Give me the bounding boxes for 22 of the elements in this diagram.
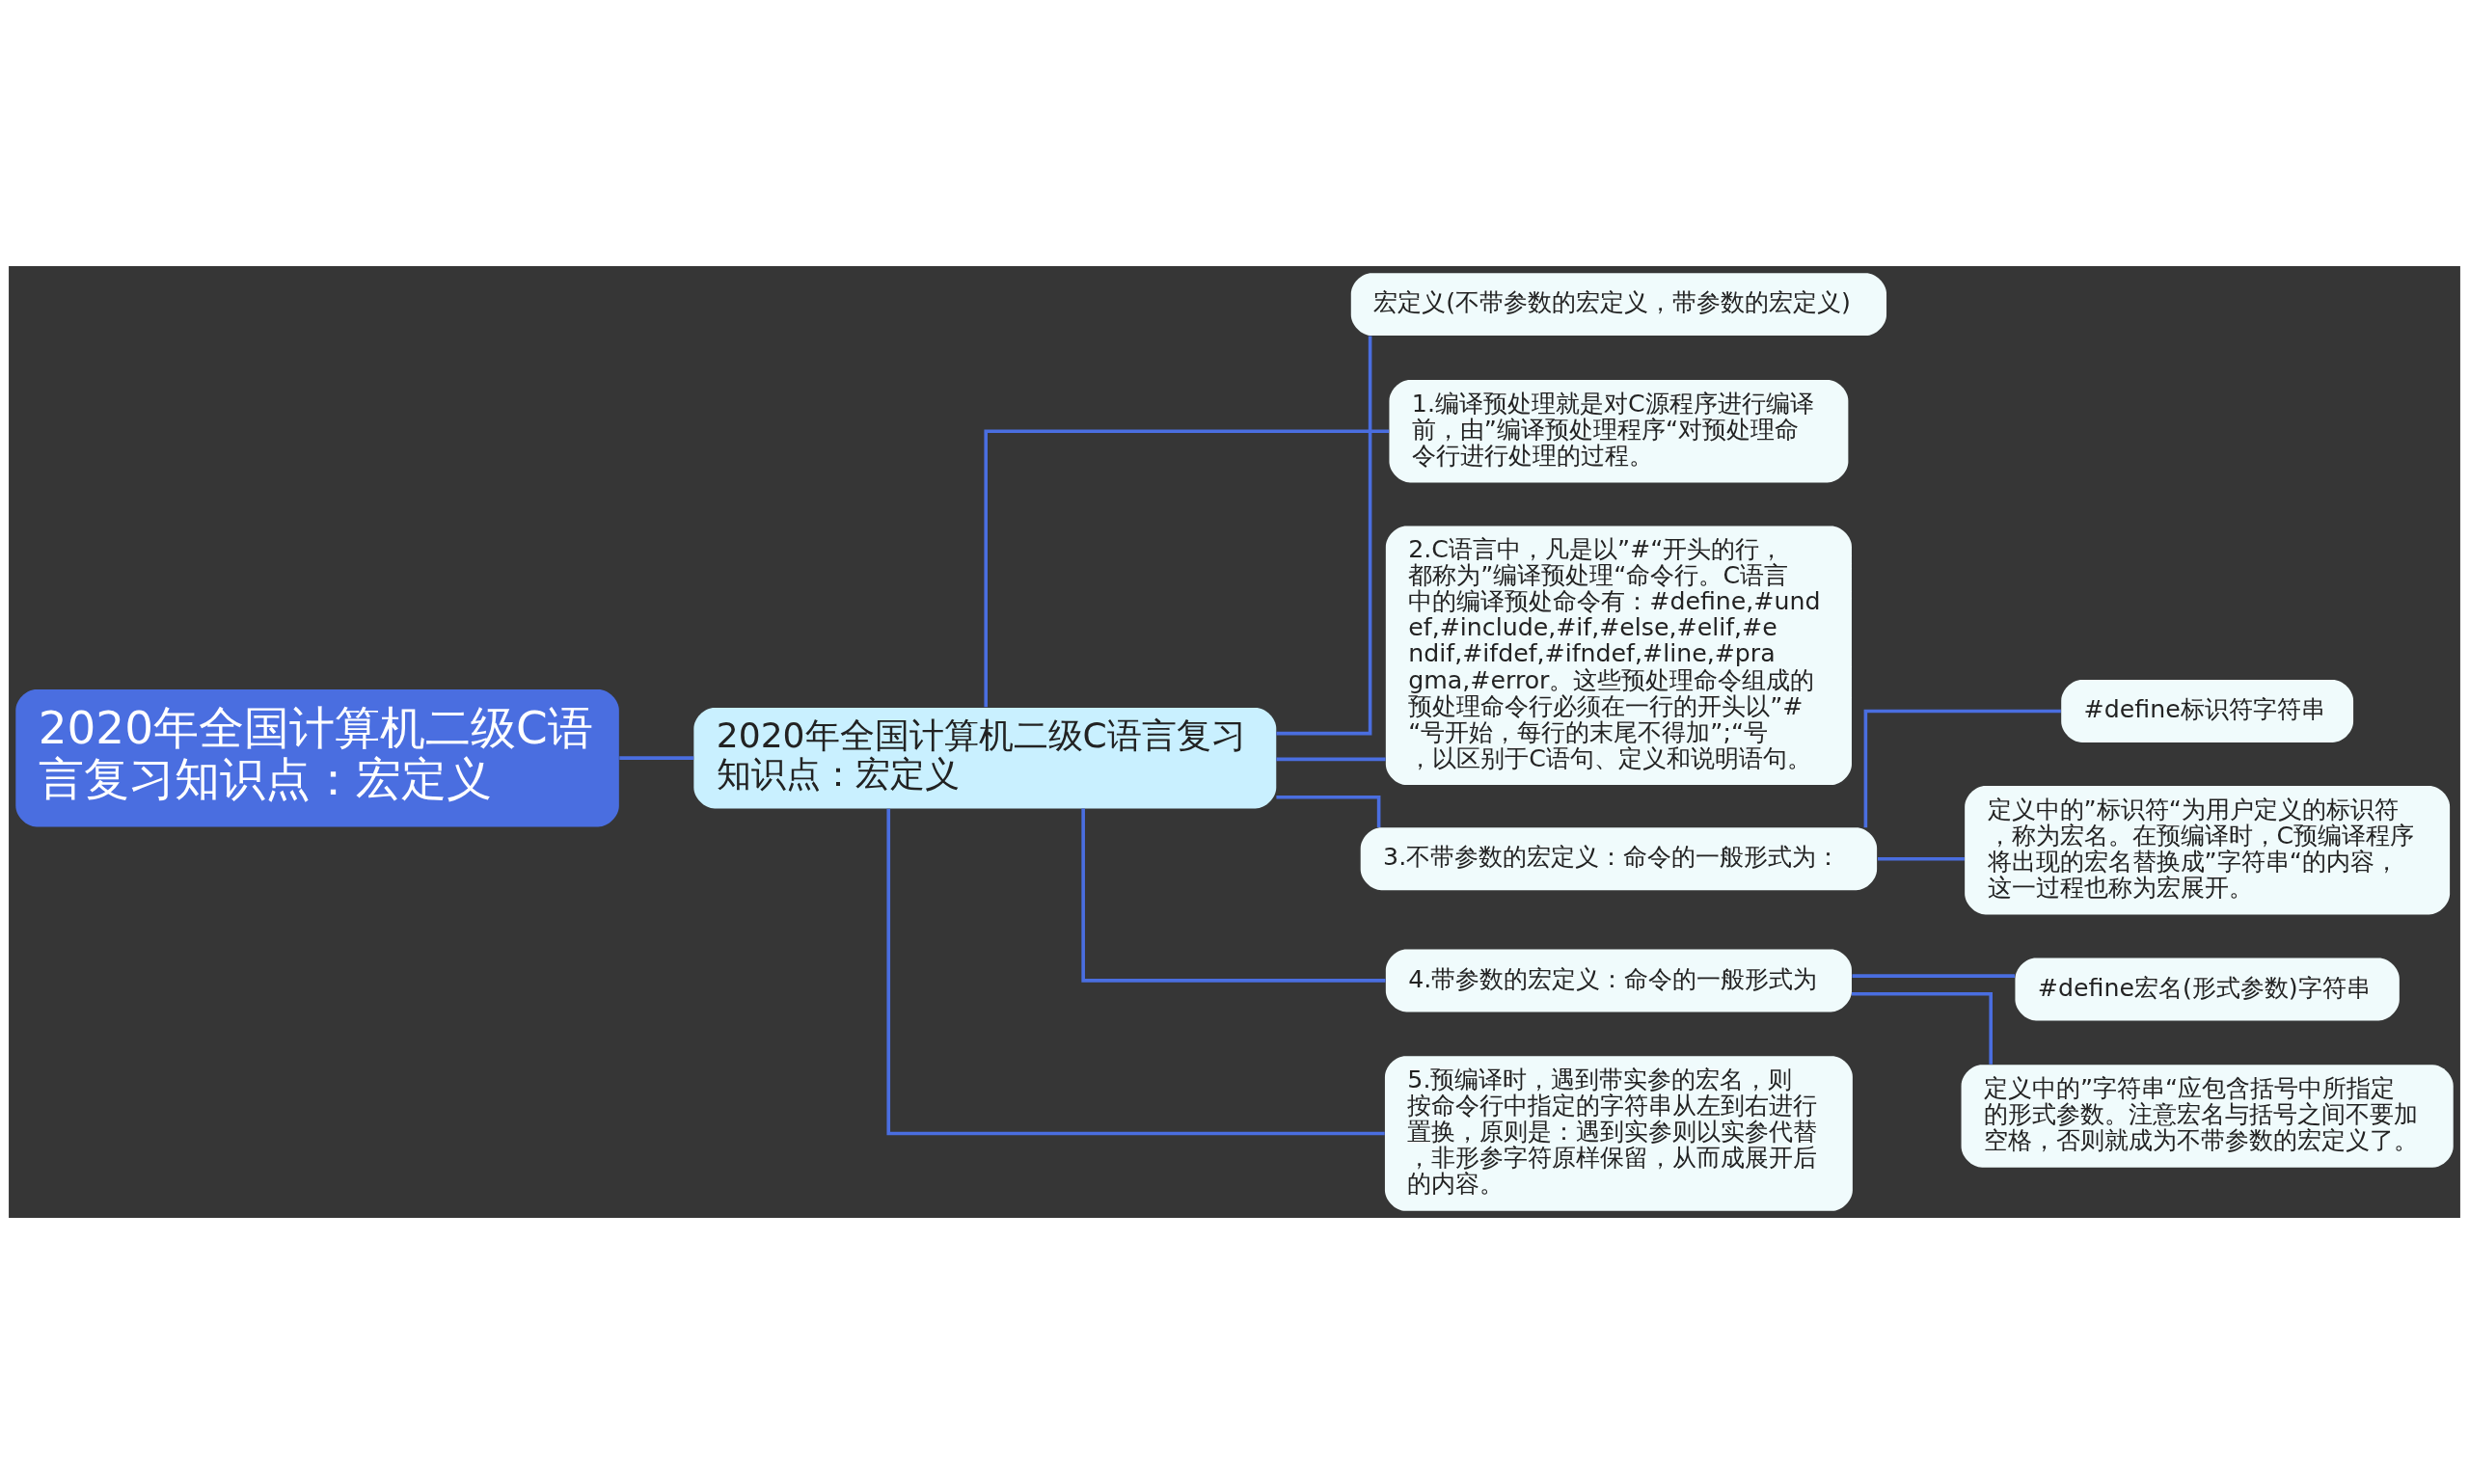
node-box: #define标识符字符串 bbox=[2061, 680, 2354, 742]
node-box: #define宏名(形式参数)字符串 bbox=[2015, 958, 2400, 1021]
connector bbox=[886, 808, 1385, 1136]
connector bbox=[1852, 974, 2016, 978]
connector bbox=[1276, 757, 1386, 762]
connector bbox=[1852, 991, 1993, 1065]
node-box: 3.不带参数的宏定义：命令的一般形式为： bbox=[1360, 827, 1878, 891]
connector bbox=[1276, 336, 1372, 736]
node-box: 定义中的”字符串“应包含括号中所指定的形式参数。注意宏名与括号之间不要加空格，否则就成为不带参数的宏定义了。 bbox=[1961, 1065, 2454, 1168]
node-box: 宏定义(不带参数的宏定义，带参数的宏定义) bbox=[1350, 273, 1887, 337]
connector bbox=[984, 429, 1390, 708]
node-box: 5.预编译时，遇到带实参的宏名，则按命令行中指定的字符串从左到右进行置换，原则是：遇到实参则以实参代替，非形参字符原样保留，从而成展开后的内容。 bbox=[1384, 1056, 1853, 1211]
connector bbox=[1081, 808, 1386, 983]
node-box: 4.带参数的宏定义：命令的一般形式为 bbox=[1385, 949, 1852, 1012]
node-box: 2020年全国计算机二级C语言复习知识点：宏定义 bbox=[15, 688, 619, 827]
node-box: 1.编译预处理就是对C源程序进行编译前，由”编译预处理程序“对预处理命令行进行处理的过程。 bbox=[1389, 380, 1849, 483]
connector bbox=[1877, 856, 1965, 861]
connector bbox=[619, 756, 694, 760]
node-box: 2020年全国计算机二级C语言复习知识点：宏定义 bbox=[693, 707, 1277, 809]
node-box: 定义中的”标识符“为用户定义的标识符，称为宏名。在预编译时，C预编译程序将出现的宏名替换成”字符串“的内容，这一过程也称为宏展开。 bbox=[1965, 786, 2451, 915]
node-box: 2.C语言中，凡是以”#“开头的行，都称为”编译预处理“命令行。C语言中的编译预处命令有：#define,#undef,#include,#if,#else,#elif,#endif,#ifdef,#ifndef,#line,#pragma,#error。这些预处理命令组成的预处理命令行必须在一行的开头以”#“号开始，每行的末尾不得加”;“号，以区别于C语句、定义和说明语句。 bbox=[1385, 526, 1852, 786]
connector bbox=[1863, 709, 2061, 828]
